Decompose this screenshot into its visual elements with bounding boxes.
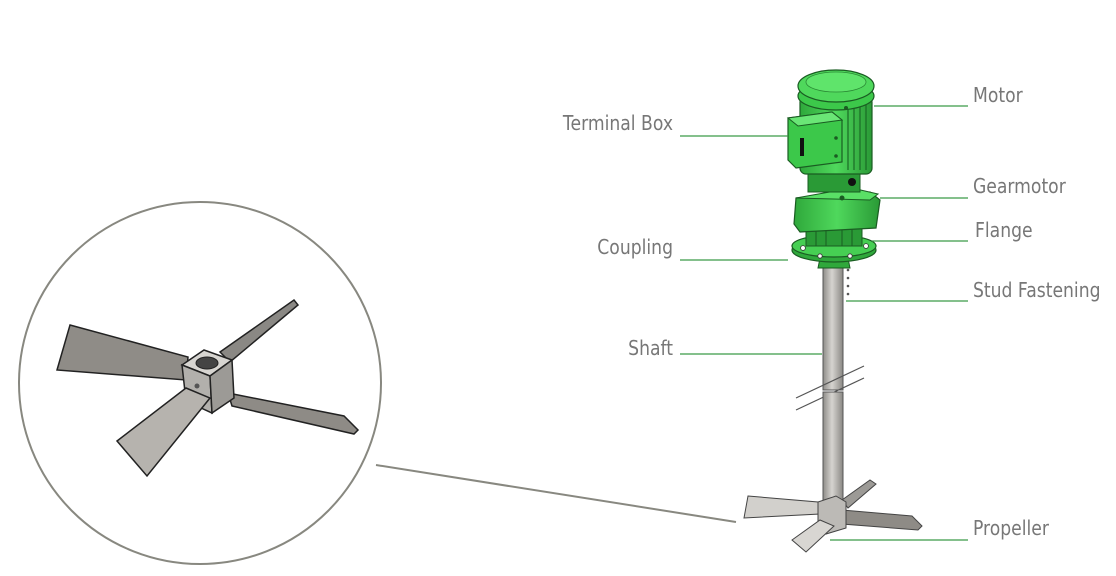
- stud-fastening-holes: [846, 268, 850, 296]
- label-coupling: Coupling: [597, 237, 673, 260]
- label-terminal-box: Terminal Box: [562, 113, 673, 136]
- propeller-blade-left: [743, 495, 821, 519]
- propeller-blade-right: [841, 509, 923, 531]
- motor-cooling-fins: [847, 104, 867, 170]
- terminal-box-top: [786, 111, 844, 127]
- shaft-upper: [822, 261, 844, 391]
- leader-lines: [680, 105, 968, 541]
- terminal-box-gland: [800, 138, 804, 156]
- detail-hub-bore: [195, 356, 219, 370]
- label-propeller: Propeller: [973, 518, 1049, 541]
- label-stud-fastening: Stud Fastening: [973, 280, 1101, 303]
- shaft-lower: [822, 391, 844, 509]
- detail-blade-lower: [115, 387, 212, 478]
- label-motor: Motor: [973, 85, 1023, 108]
- motor-fan-cap: [805, 71, 867, 93]
- propeller: [743, 479, 923, 553]
- label-flange: Flange: [975, 220, 1033, 243]
- gearmotor-plug: [848, 178, 856, 186]
- propeller-blade-lower: [791, 519, 835, 553]
- label-shaft: Shaft: [628, 338, 673, 361]
- agitator-assembly: [743, 69, 923, 553]
- zoom-connector-line: [375, 464, 737, 523]
- flange-bolts: [800, 243, 869, 259]
- label-gearmotor: Gearmotor: [973, 176, 1066, 199]
- propeller-blade-upper: [841, 479, 877, 509]
- detail-hub-screw: [194, 383, 200, 389]
- part-labels: Terminal Box Coupling Shaft Motor Gearmo…: [562, 85, 1100, 541]
- motor-screw: [844, 106, 848, 110]
- detail-blade-right: [226, 392, 360, 435]
- terminal-box-screws: [834, 136, 838, 158]
- propeller-detail-view: [18, 201, 737, 565]
- gearmotor-bolt: [839, 195, 845, 201]
- detail-hub-side: [209, 358, 235, 415]
